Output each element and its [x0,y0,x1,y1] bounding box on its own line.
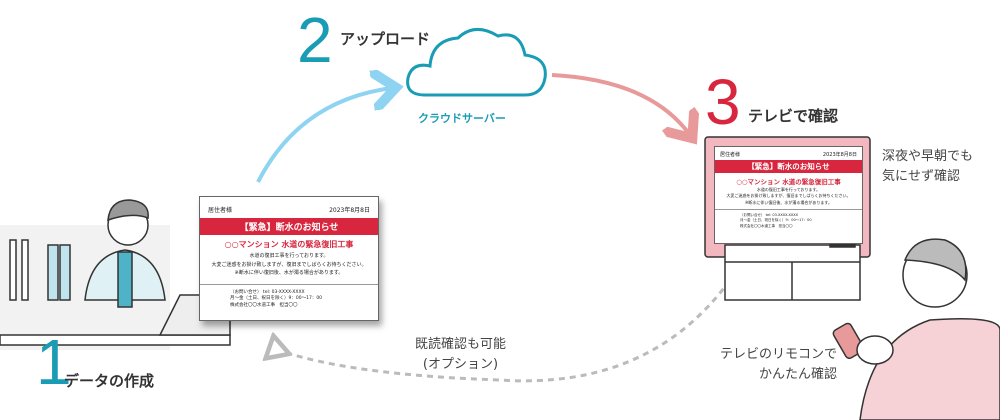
notice-footer-line: 月～金（土日、祝日を除く）9：00～17：00 [740,218,812,223]
step-3-label: テレビで確認 [748,107,839,125]
notice-footer-line: （お問い合せ） tel: 03-XXXX-XXXX [230,289,305,295]
step-2-number: 2 [297,4,333,76]
notice-footer-line: （お問い合せ） tel: 03-XXXX-XXXX [740,213,799,218]
step-1-number: 1 [36,326,72,398]
cloud-label: クラウドサーバー [418,112,506,125]
step-2-label: アップロード [340,30,431,48]
viewer-illustration [832,238,1000,420]
notice-body-line: ※断水に伴い復旧後、水が濁る場合があります。 [745,199,832,205]
cloud-icon [406,28,547,97]
read-check-line: (オプション) [422,357,499,372]
notice-footer-line: 株式会社〇〇水道工事 担当〇〇 [740,223,793,228]
notice-title: 【緊急】断水のお知らせ [715,160,862,173]
notice-recipient: 居住者様 [720,152,741,158]
notice-subtitle: ○○マンション 水道の緊急復旧工事 [224,240,354,249]
step-1-label: データの作成 [64,372,155,390]
notice-body-line: ※断水に伴い復旧後、水が濁る場合があります。 [234,270,344,276]
notice-date: 2023年8月8日 [329,207,370,214]
read-check-arrow [278,279,732,383]
remote-note-line: かんたん確認 [758,367,837,382]
read-check-note: 既読確認も可能 (オプション) [415,335,506,375]
tv-note-line: 深夜や早朝でも [882,149,974,164]
tv-screen-notice: 居住者様 2023年8月8日 【緊急】断水のお知らせ ○○マンション 水道の緊急復… [714,146,863,244]
notice-subtitle: ○○マンション 水道の緊急復旧工事 [736,178,841,186]
office-worker-illustration [0,199,231,350]
remote-note-line: テレビのリモコンで [719,347,837,362]
notice-date: 2023年8月8日 [822,152,857,158]
notice-body-line: 水道の復旧工事を行っております。 [249,253,329,259]
read-check-line: 既読確認も可能 [415,337,507,352]
tv-note-line: 気にせず確認 [882,169,961,184]
notice-body-line: 水道の復旧工事を行っております。 [756,187,821,192]
notice-document: 居住者様 2023年8月8日 【緊急】断水のお知らせ ○○マンション 水道の緊急復… [199,196,379,321]
remote-note: テレビのリモコンで かんたん確認 [712,345,837,385]
notice-title: 【緊急】断水のお知らせ [200,218,378,235]
upload-arrow [256,88,392,183]
step-3-number: 3 [705,66,741,138]
notice-body-line: 大変ご迷惑をお掛け致しますが、復旧までしばらくお待ちください。 [211,261,367,268]
notice-body-line: 大変ご迷惑をお掛け致しますが、復旧までしばらくお待ちください。 [726,193,851,199]
tv-note: 深夜や早朝でも 気にせず確認 [882,147,973,187]
delivery-arrow [551,73,690,135]
notice-footer-line: 月～金（土日、祝日を除く）9：00～17：00 [230,296,323,302]
notice-recipient: 居住者様 [208,207,233,214]
notice-footer-line: 株式会社〇〇水道工事 担当〇〇 [230,303,298,308]
